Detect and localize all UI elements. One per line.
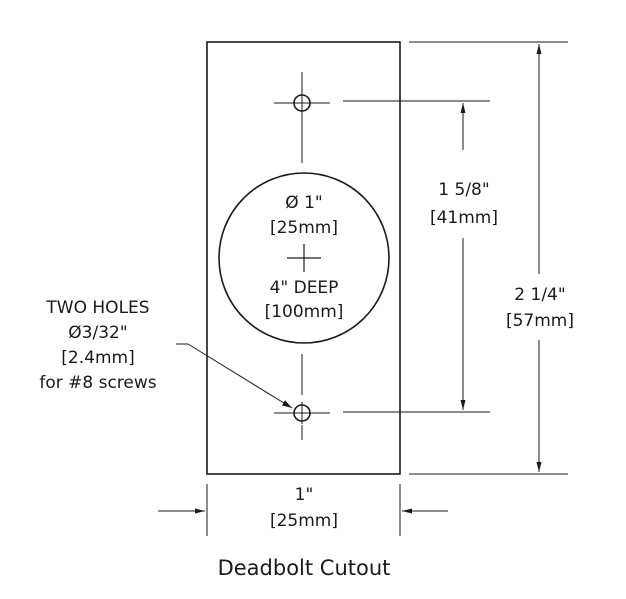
hole-spacing-imperial-label: 1 5/8" xyxy=(438,180,489,200)
bore-diameter-mm-label: [25mm] xyxy=(270,218,338,238)
screw-holes-diameter-label: Ø3/32" xyxy=(68,323,127,343)
width-metric-label: [25mm] xyxy=(270,511,338,531)
bore-center-mark xyxy=(287,244,321,272)
bore-hole-circle xyxy=(218,172,390,344)
height-imperial-label: 2 1/4" xyxy=(514,285,565,305)
width-imperial-label: 1" xyxy=(295,485,314,505)
screw-holes-diameter-mm-label: [2.4mm] xyxy=(61,348,134,368)
bore-depth-label: 4" DEEP xyxy=(270,278,339,298)
upper-screw-hole xyxy=(274,92,330,114)
drawing-title: Deadbolt Cutout xyxy=(218,556,391,580)
strike-plate-outline xyxy=(206,41,401,475)
hole-spacing-metric-label: [41mm] xyxy=(430,208,498,228)
screw-holes-count-label: TWO HOLES xyxy=(45,298,149,318)
extension-lines xyxy=(206,41,568,536)
screw-holes-note-label: for #8 screws xyxy=(39,373,156,393)
bore-depth-mm-label: [100mm] xyxy=(265,302,344,322)
lower-screw-hole xyxy=(274,402,330,424)
bore-diameter-label: Ø 1" xyxy=(285,193,322,213)
screw-hole-leader xyxy=(176,343,293,409)
height-metric-label: [57mm] xyxy=(506,311,574,331)
